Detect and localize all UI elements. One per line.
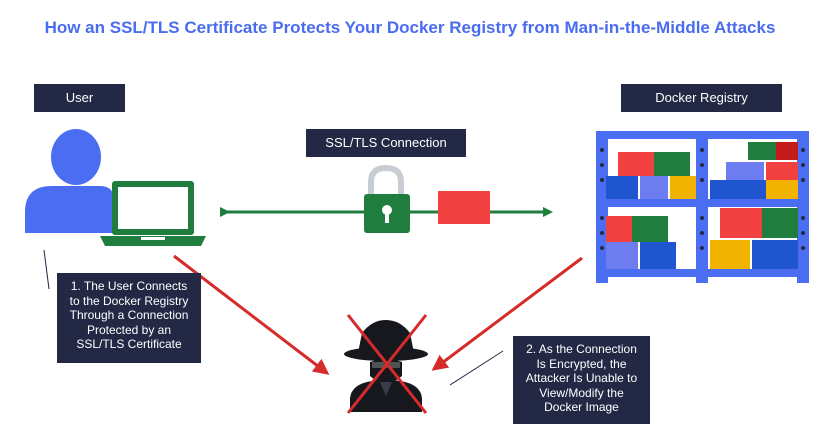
attack-arrow-right: [431, 256, 583, 371]
attacker-note-pointer: [449, 350, 504, 386]
lock-icon: [364, 164, 410, 233]
registry-shelf-icon: [596, 131, 809, 283]
laptop-icon: [100, 181, 206, 246]
user-label: User: [34, 84, 125, 112]
connection-label: SSL/TLS Connection: [306, 129, 466, 157]
user-note-pointer: [43, 249, 50, 290]
user-icon: [25, 129, 114, 233]
packet-icon: [438, 191, 490, 224]
cross-icon: [346, 314, 428, 414]
page-title: How an SSL/TLS Certificate Protects Your…: [44, 18, 776, 37]
attacker-note: 2. As the Connection Is Encrypted, the A…: [513, 336, 650, 424]
user-note: 1. The User Connects to the Docker Regis…: [57, 273, 201, 363]
registry-label: Docker Registry: [621, 84, 782, 112]
